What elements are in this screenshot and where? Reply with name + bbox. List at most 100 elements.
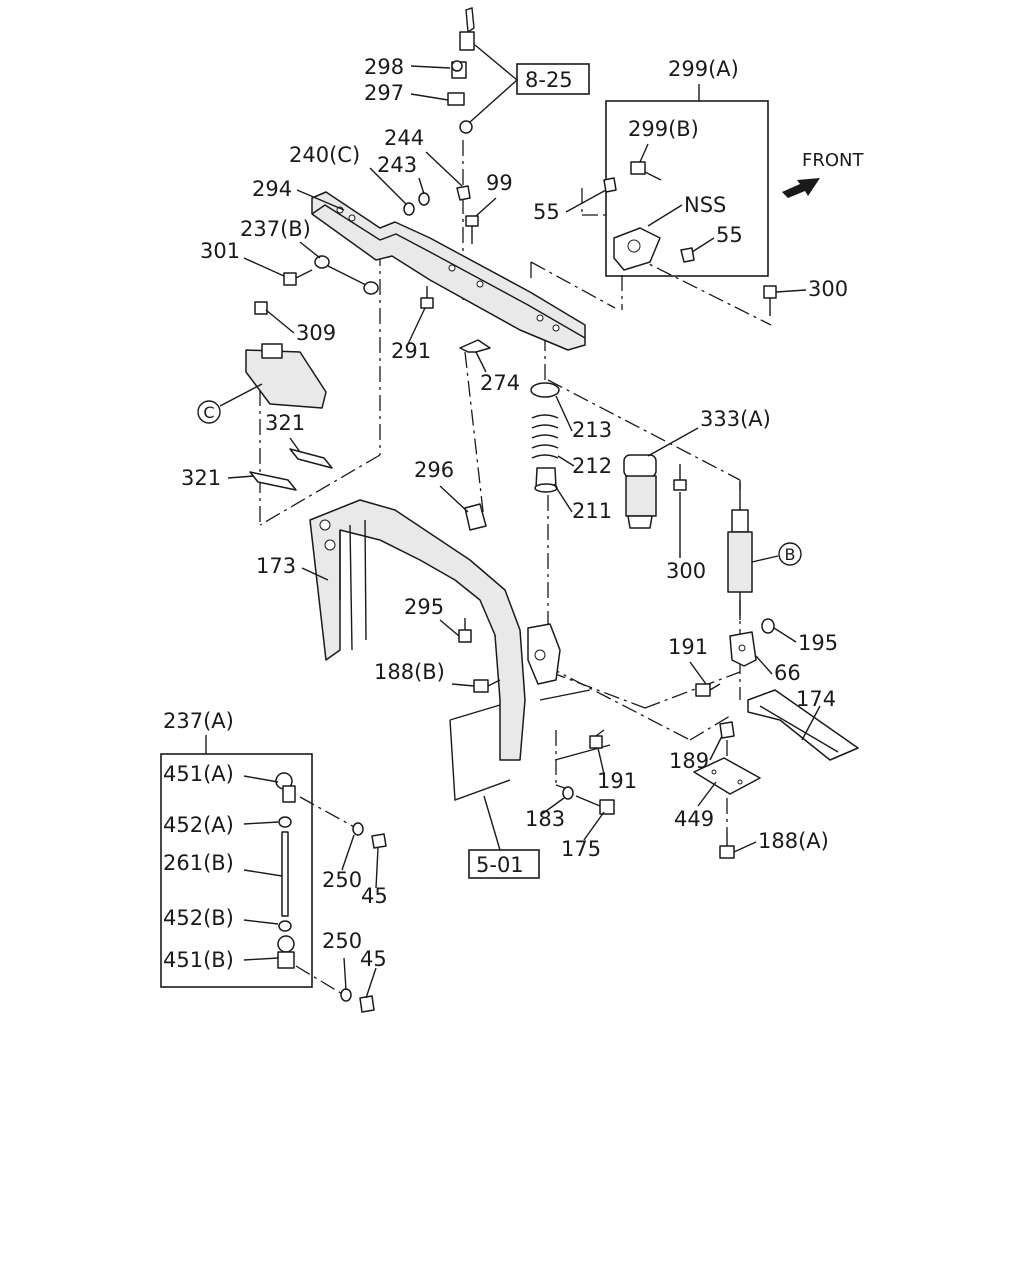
part-label-244[interactable]: 244: [384, 126, 424, 150]
bracket-66[interactable]: [729, 631, 757, 667]
bolt-188b[interactable]: [473, 679, 501, 693]
washer-243[interactable]: [418, 192, 430, 206]
part-label-189[interactable]: 189: [669, 749, 709, 773]
nut-452a[interactable]: [278, 816, 292, 828]
nut-189[interactable]: [719, 721, 735, 739]
part-label-188a[interactable]: 188(A): [758, 829, 829, 853]
part-label-55[interactable]: 55: [716, 223, 743, 247]
plate-449[interactable]: [693, 757, 761, 795]
seat-213[interactable]: [530, 382, 560, 398]
part-label-297[interactable]: 297: [364, 81, 404, 105]
part-label-291[interactable]: 291: [391, 339, 431, 363]
part-label-240c[interactable]: 240(C): [289, 143, 360, 167]
part-label-173[interactable]: 173: [256, 554, 296, 578]
part-label-174[interactable]: 174: [796, 687, 836, 711]
nut-244[interactable]: [456, 185, 471, 201]
nut-45-upper[interactable]: [371, 833, 387, 849]
part-label-296[interactable]: 296: [414, 458, 454, 482]
part-label-274[interactable]: 274: [480, 371, 520, 395]
part-label-55[interactable]: 55: [533, 200, 560, 224]
nut-55-inner[interactable]: [680, 247, 695, 263]
spring-212[interactable]: [531, 414, 559, 459]
bolt-191-lower[interactable]: [589, 729, 605, 749]
part-label-321[interactable]: 321: [265, 411, 305, 435]
rail-174[interactable]: [747, 689, 859, 761]
plate-321-lower[interactable]: [249, 471, 297, 491]
part-label-449[interactable]: 449: [674, 807, 714, 831]
part-label-66[interactable]: 66: [774, 661, 801, 685]
part-label-300[interactable]: 300: [808, 277, 848, 301]
part-label-195[interactable]: 195: [798, 631, 838, 655]
washer-195[interactable]: [761, 618, 775, 634]
part-label-188b[interactable]: 188(B): [374, 660, 445, 684]
bracket-299b[interactable]: [630, 161, 662, 181]
part-label-298[interactable]: 298: [364, 55, 404, 79]
frame-rail-5-01[interactable]: [449, 689, 611, 801]
ref-box-8-25[interactable]: [516, 63, 590, 95]
stud-261b[interactable]: [281, 831, 289, 917]
bolt-300-top[interactable]: [763, 285, 777, 316]
part-label-452b[interactable]: 452(B): [163, 906, 234, 930]
part-label-212[interactable]: 212: [572, 454, 612, 478]
part-label-301[interactable]: 301: [200, 239, 240, 263]
bracket-nss[interactable]: [613, 227, 661, 271]
part-label-300[interactable]: 300: [666, 559, 706, 583]
upper-link-assembly[interactable]: [447, 7, 475, 134]
part-label-45[interactable]: 45: [360, 947, 387, 971]
bolt-188a[interactable]: [719, 832, 735, 859]
part-label-321[interactable]: 321: [181, 466, 221, 490]
plate-321-upper[interactable]: [289, 448, 333, 469]
washer-250-upper[interactable]: [352, 822, 364, 836]
part-label-295[interactable]: 295: [404, 595, 444, 619]
part-label-183[interactable]: 183: [525, 807, 565, 831]
bracket-296[interactable]: [464, 503, 487, 531]
bolt-175[interactable]: [575, 795, 615, 815]
ball-joint-451b[interactable]: [277, 935, 295, 969]
bolt-301[interactable]: [283, 269, 313, 286]
ball-joint-451a[interactable]: [275, 772, 296, 803]
part-label-99[interactable]: 99: [486, 171, 513, 195]
part-label-250[interactable]: 250: [322, 868, 362, 892]
bolt-300-mid[interactable]: [673, 464, 687, 491]
bracket-front[interactable]: [527, 623, 561, 685]
part-label-250[interactable]: 250: [322, 929, 362, 953]
link-237b[interactable]: [314, 255, 379, 295]
washer-250-lower[interactable]: [340, 988, 352, 1002]
part-label-261b[interactable]: 261(B): [163, 851, 234, 875]
part-label-237b[interactable]: 237(B): [240, 217, 311, 241]
part-label-294[interactable]: 294: [252, 177, 292, 201]
bolt-99[interactable]: [465, 215, 479, 244]
actuator-333a[interactable]: [623, 454, 657, 529]
part-label-333a[interactable]: 333(A): [700, 407, 771, 431]
part-label-211[interactable]: 211: [572, 499, 612, 523]
bolt-191-upper[interactable]: [695, 683, 721, 697]
part-label-451a[interactable]: 451(A): [163, 762, 234, 786]
part-label-191[interactable]: 191: [597, 769, 637, 793]
part-label-45[interactable]: 45: [361, 884, 388, 908]
part-label-213[interactable]: 213: [572, 418, 612, 442]
nut-55-outer[interactable]: [603, 177, 617, 193]
nut-452b[interactable]: [278, 920, 292, 932]
cab-mount-bracket[interactable]: [245, 301, 327, 409]
part-label-191[interactable]: 191: [668, 635, 708, 659]
part-label-452a[interactable]: 452(A): [163, 813, 234, 837]
washer-183[interactable]: [562, 786, 574, 800]
bracket-274[interactable]: [459, 339, 491, 353]
part-label-299b[interactable]: 299(B): [628, 117, 699, 141]
bumper-211[interactable]: [534, 467, 558, 493]
callout-b[interactable]: B: [778, 542, 802, 566]
callout-c[interactable]: C: [197, 400, 221, 424]
bolt-295[interactable]: [458, 618, 472, 643]
part-label-175[interactable]: 175: [561, 837, 601, 861]
part-label-309[interactable]: 309: [296, 321, 336, 345]
ref-box-5-01[interactable]: [468, 849, 540, 879]
part-label-451b[interactable]: 451(B): [163, 948, 234, 972]
part-label-243[interactable]: 243: [377, 153, 417, 177]
upper-crossmember[interactable]: [311, 191, 586, 351]
shock-absorber[interactable]: [727, 482, 753, 620]
nut-45-lower[interactable]: [359, 995, 375, 1013]
lower-frame-173[interactable]: [309, 499, 526, 761]
washer-240c[interactable]: [403, 202, 415, 216]
bolt-291[interactable]: [420, 286, 434, 309]
part-label-nss[interactable]: NSS: [684, 193, 726, 217]
